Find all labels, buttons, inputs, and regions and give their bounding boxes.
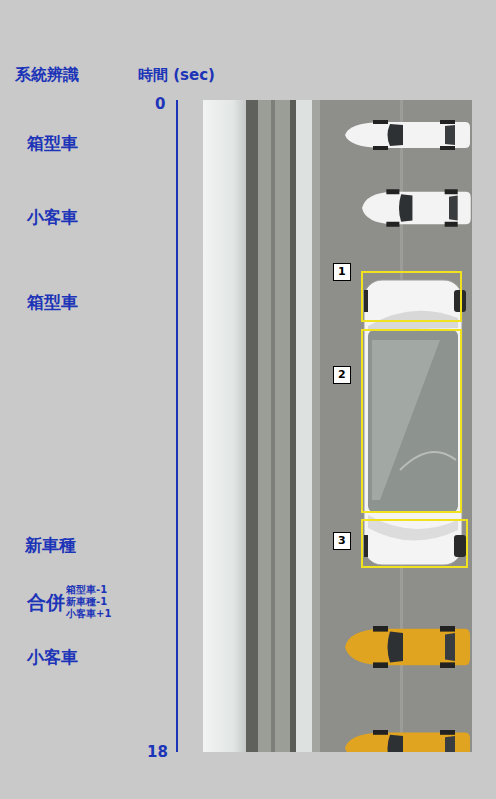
- merge-detail: 小客車+1: [66, 608, 111, 619]
- vehicle-class: 箱型車: [27, 134, 78, 153]
- van: [364, 280, 466, 565]
- vehicle-class: 小客車: [27, 208, 78, 227]
- merge-detail: 箱型車-1: [66, 584, 107, 595]
- vehicle-class: 小客車: [27, 648, 78, 667]
- callout-number: 1: [333, 263, 351, 281]
- vehicle-class: 新車種: [25, 536, 76, 555]
- taxi: [345, 626, 470, 668]
- time-axis: [176, 100, 178, 752]
- merge-label: 合併: [27, 592, 65, 613]
- callout-number: 2: [333, 366, 351, 384]
- callout-number: 3: [333, 532, 351, 550]
- time-tick: 0: [155, 96, 165, 113]
- detection-boxes: [362, 272, 467, 567]
- time-tick: 18: [147, 744, 168, 761]
- column-header: 系統辨識: [15, 66, 79, 84]
- car: [345, 120, 470, 150]
- road-strip: [203, 100, 472, 752]
- vehicle-class: 箱型車: [27, 293, 78, 312]
- column-header: 時間 (sec): [138, 67, 215, 84]
- merge-detail: 新車種-1: [66, 596, 107, 607]
- car: [362, 189, 471, 227]
- taxi: [345, 730, 470, 752]
